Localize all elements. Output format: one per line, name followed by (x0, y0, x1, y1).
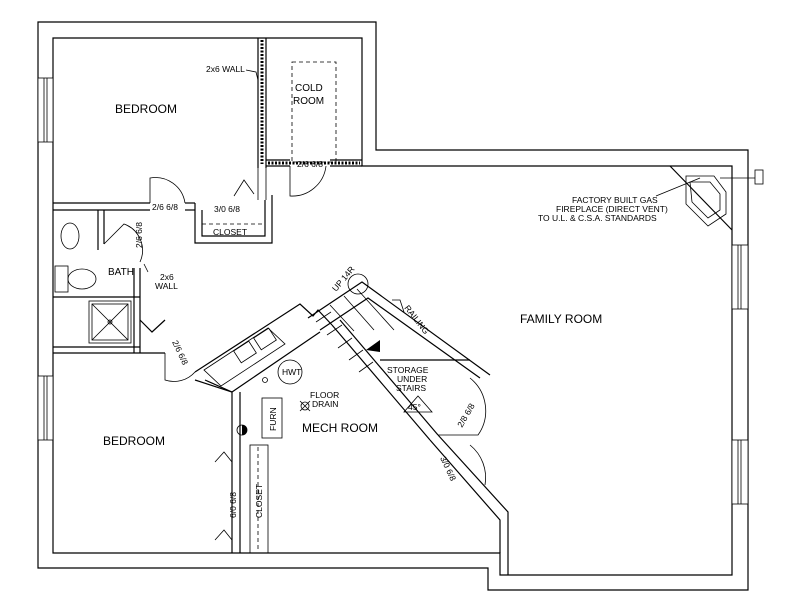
note-storage-1: STORAGE (387, 365, 429, 375)
room-cold-2: ROOM (293, 96, 324, 107)
note-storage-3: STAIRS (396, 383, 426, 393)
room-closet-bottom: CLOSET (254, 484, 264, 518)
note-2x6-left-2: WALL (155, 281, 178, 291)
note-fireplace-3: TO U.L. & C.S.A. STANDARDS (538, 213, 657, 223)
door-label-closet-top: 3/0 6/8 (214, 204, 240, 214)
floor-fixture-icon (262, 377, 268, 383)
room-bedroom-bottom: BEDROOM (103, 434, 165, 448)
note-railing: RAILING (402, 303, 431, 336)
door-label-bath: 2/6 6/8 (134, 222, 144, 248)
room-mech: MECH ROOM (302, 421, 378, 435)
stair-treads (315, 288, 395, 373)
door-label-storage: 2/8 6/8 (455, 401, 477, 429)
toilet-tank-icon (54, 265, 69, 293)
doors (103, 165, 487, 541)
floor-drain-icon (300, 401, 310, 411)
room-bedroom-top: BEDROOM (115, 102, 177, 116)
room-family: FAMILY ROOM (520, 312, 602, 326)
room-closet-top: CLOSET (213, 227, 247, 237)
room-cold-1: COLD (295, 83, 323, 94)
bath-sink-icon (60, 222, 80, 250)
room-bath: BATH (108, 267, 134, 278)
note-2x6-wall-top: 2x6 WALL (206, 64, 245, 74)
note-furn: FURN (268, 407, 278, 431)
water-heater-icon (277, 359, 303, 385)
note-2x6-left-1: 2x6 (160, 272, 174, 282)
insulated-wall-hatch (260, 40, 360, 165)
note-storage-2: UNDER (397, 374, 427, 384)
interior-walls (53, 38, 764, 575)
note-hwt: HWT (282, 367, 301, 377)
stair-start-circle (347, 273, 369, 295)
note-angle: 45° (408, 402, 421, 412)
toilet-bowl-icon (67, 268, 97, 290)
note-floor-drain-1: FLOOR (310, 390, 339, 400)
door-label-bedroom-top: 2/6 6/8 (152, 202, 178, 212)
leaders (143, 69, 701, 313)
cold-room-outline (291, 61, 337, 163)
fixtures (54, 222, 311, 436)
windows (37, 77, 749, 505)
door-label-bedroom-bottom: 2/6 6/8 (170, 339, 190, 367)
door-label-closet-bottom: 6/0 6/8 (228, 492, 238, 518)
note-fireplace-1: FACTORY BUILT GAS (572, 195, 658, 205)
exterior-walls (37, 21, 749, 591)
note-fireplace-2: FIREPLACE (DIRECT VENT) (556, 204, 668, 214)
door-label-cold-room: 2/6 6/8 (297, 159, 323, 169)
note-floor-drain-2: DRAIN (312, 399, 338, 409)
